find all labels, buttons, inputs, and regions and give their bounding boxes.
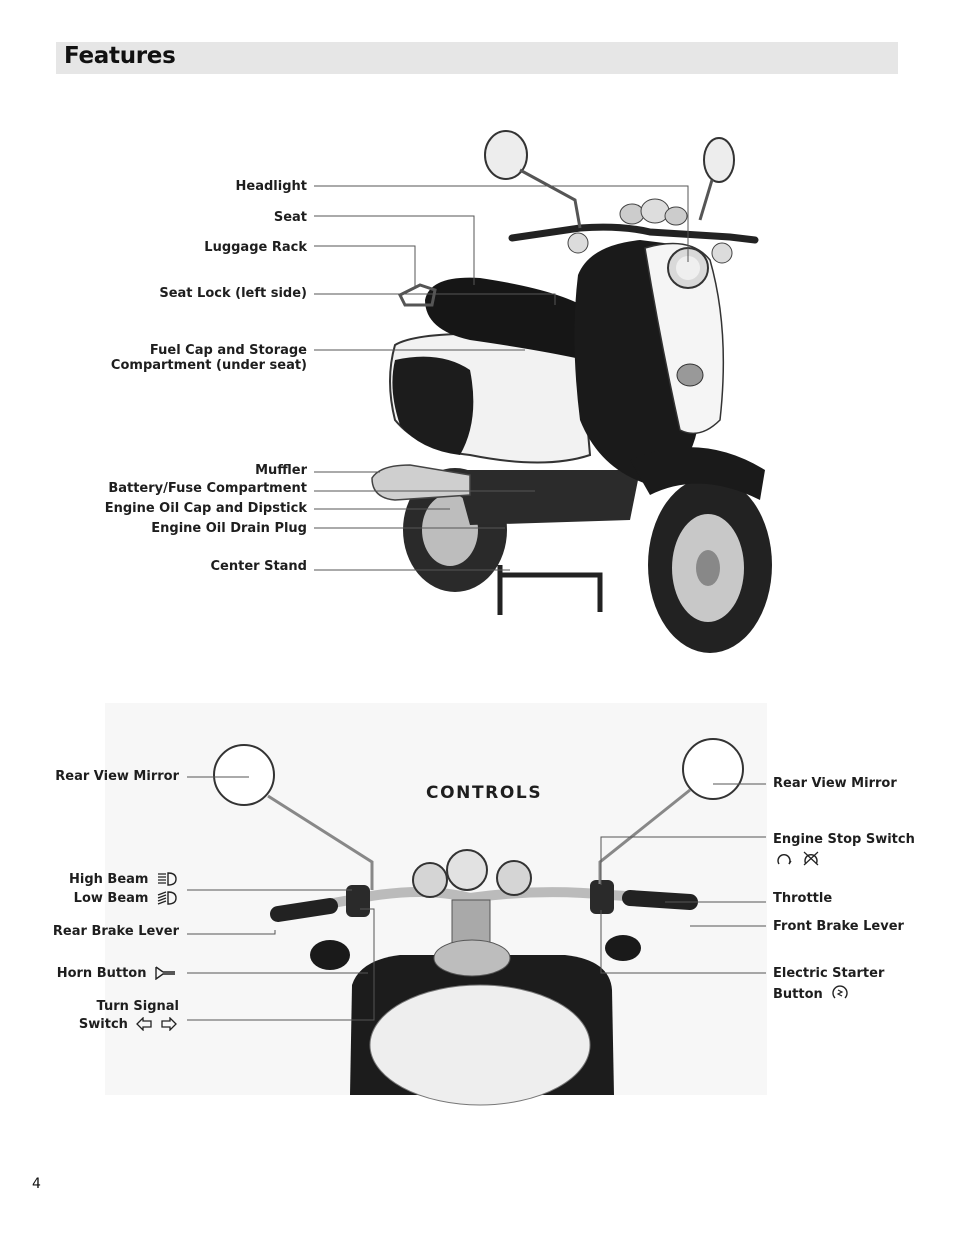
label-turn-signal-line1: Turn Signal [96, 999, 180, 1014]
controls-title: CONTROLS [426, 783, 543, 803]
control-leader-lines [187, 776, 766, 1021]
engine-stop-icon [803, 851, 818, 866]
label-high-beam-text: High Beam [69, 872, 149, 887]
label-seat-lock: Seat Lock (left side) [159, 286, 307, 301]
label-electric-starter-line2: Button [773, 987, 823, 1002]
label-headlight: Headlight [235, 179, 307, 194]
turn-right-arrow-icon [161, 1017, 177, 1031]
label-engine-oil-drain: Engine Oil Drain Plug [151, 521, 307, 536]
page-title: Features [64, 43, 176, 69]
title-bar: Features [56, 42, 898, 74]
feature-leader-lines [314, 185, 689, 571]
label-front-brake-lever: Front Brake Lever [773, 919, 904, 934]
label-seat: Seat [273, 210, 307, 225]
label-horn-button-text: Horn Button [56, 966, 147, 981]
engine-run-icon [777, 854, 792, 865]
label-electric-starter-line1: Electric Starter [773, 966, 885, 981]
label-engine-oil-cap: Engine Oil Cap and Dipstick [104, 501, 307, 516]
high-beam-icon [158, 872, 177, 886]
label-rear-brake-lever: Rear Brake Lever [52, 924, 179, 939]
label-engine-stop-switch: Engine Stop Switch [773, 832, 915, 847]
turn-left-arrow-icon [136, 1017, 153, 1031]
label-turn-signal-line2: Switch [78, 1017, 128, 1032]
label-rear-view-mirror-right: Rear View Mirror [773, 776, 897, 791]
label-fuel-cap-line1: Fuel Cap and Storage [149, 343, 307, 358]
starter-icon [832, 985, 848, 999]
label-low-beam-text: Low Beam [73, 891, 149, 906]
label-muffler: Muffler [255, 463, 307, 478]
label-rear-view-mirror-left: Rear View Mirror [55, 769, 179, 784]
engine-switch-icons [771, 851, 820, 867]
label-luggage-rack: Luggage Rack [204, 240, 307, 255]
label-fuel-cap-line2: Compartment (under seat) [110, 358, 307, 373]
label-center-stand: Center Stand [210, 559, 308, 574]
label-fuel-cap: Fuel Cap and Storage Compartment (under … [111, 343, 307, 373]
controls-image [105, 703, 767, 1106]
label-horn-button: Horn Button [57, 966, 177, 981]
scooter-image [371, 130, 772, 653]
label-turn-signal: Switch [79, 1017, 177, 1032]
label-high-beam: High Beam [69, 872, 177, 887]
horn-icon [155, 966, 175, 980]
label-throttle: Throttle [773, 891, 833, 906]
low-beam-icon [157, 891, 177, 905]
label-electric-starter: Button [773, 985, 849, 1002]
label-battery: Battery/Fuse Compartment [108, 481, 307, 496]
page-number: 4 [32, 1176, 41, 1192]
label-low-beam: Low Beam [74, 891, 177, 906]
